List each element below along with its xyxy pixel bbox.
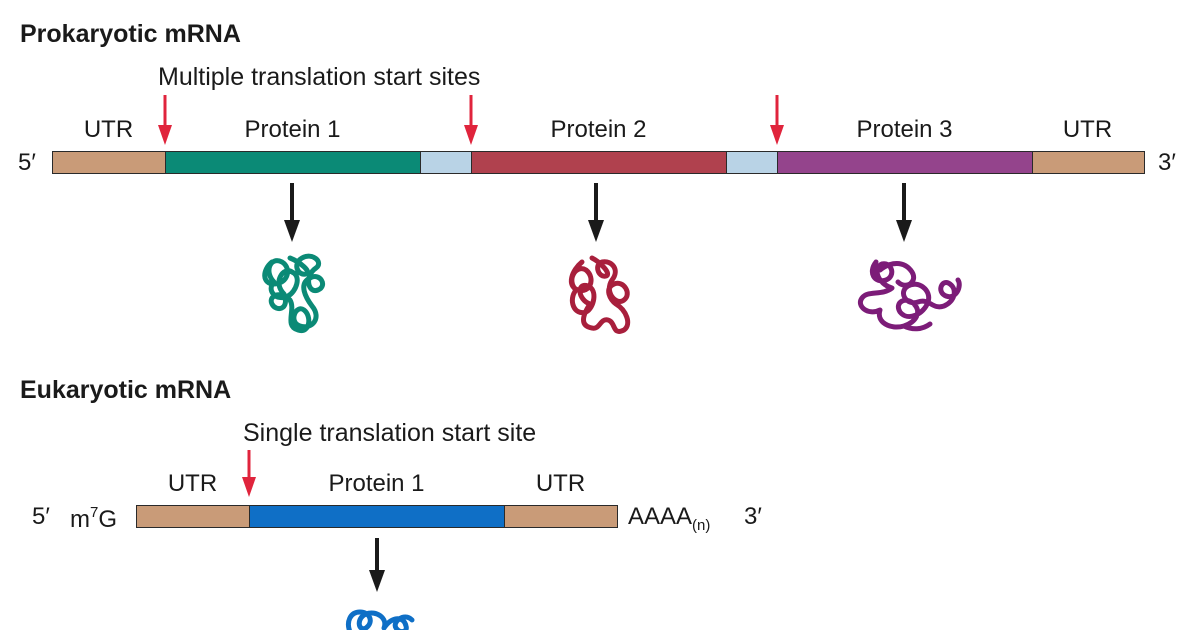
protein3-folded-icon [858, 259, 962, 332]
euk-utr-left-segment [137, 506, 250, 527]
euk-utr-right-label: UTR [535, 470, 586, 497]
prokaryotic-title: Prokaryotic mRNA [20, 20, 241, 48]
cap-m: m [70, 506, 90, 533]
pro-five-prime-label: 5′ [18, 149, 36, 176]
protein1-folded-icon [262, 253, 325, 334]
pro-protein2-segment [472, 152, 727, 173]
pro-utr-left-segment [53, 152, 166, 173]
euk-protein1-label: Protein 1 [328, 470, 425, 497]
eukaryotic-protein-folded-icon [345, 609, 415, 630]
cap-superscript: 7 [90, 504, 99, 521]
translation-arrow [588, 183, 604, 242]
eukaryotic-caption: Single translation start site [243, 419, 537, 447]
euk-protein1-segment [250, 506, 505, 527]
start-site-arrow [770, 95, 784, 145]
euk-three-prime-label: 3′ [744, 503, 762, 530]
pro-utr-left-label: UTR [83, 116, 134, 143]
cap-g: G [98, 506, 118, 533]
pro-protein2-label: Protein 2 [550, 116, 647, 143]
translation-arrow [369, 538, 385, 592]
pro-spacer2-segment [727, 152, 778, 173]
protein2-folded-icon [568, 255, 631, 334]
eukaryotic-mrna-bar [136, 505, 618, 528]
euk-five-prime-label: 5′ [32, 503, 50, 530]
pro-utr-right-label: UTR [1062, 116, 1113, 143]
translation-arrow [896, 183, 912, 242]
prokaryotic-caption: Multiple translation start sites [158, 63, 481, 91]
prokaryotic-mrna-bar [52, 151, 1145, 174]
translation-arrow [284, 183, 300, 242]
pro-three-prime-label: 3′ [1158, 149, 1176, 176]
euk-utr-left-label: UTR [167, 470, 218, 497]
pro-spacer1-segment [421, 152, 472, 173]
start-site-arrow [242, 450, 256, 497]
pro-protein1-label: Protein 1 [244, 116, 341, 143]
euk-utr-right-segment [505, 506, 617, 527]
pro-protein1-segment [166, 152, 421, 173]
start-site-arrow [158, 95, 172, 145]
start-site-arrow [464, 95, 478, 145]
euk-polya-tail-label: AAAA(n) [628, 503, 711, 534]
euk-cap-label: m7G [70, 505, 117, 532]
polya-text: AAAA [628, 503, 693, 530]
eukaryotic-title: Eukaryotic mRNA [20, 376, 232, 404]
pro-protein3-segment [778, 152, 1033, 173]
polya-subscript: (n) [692, 517, 711, 534]
pro-utr-right-segment [1033, 152, 1144, 173]
pro-protein3-label: Protein 3 [856, 116, 953, 143]
